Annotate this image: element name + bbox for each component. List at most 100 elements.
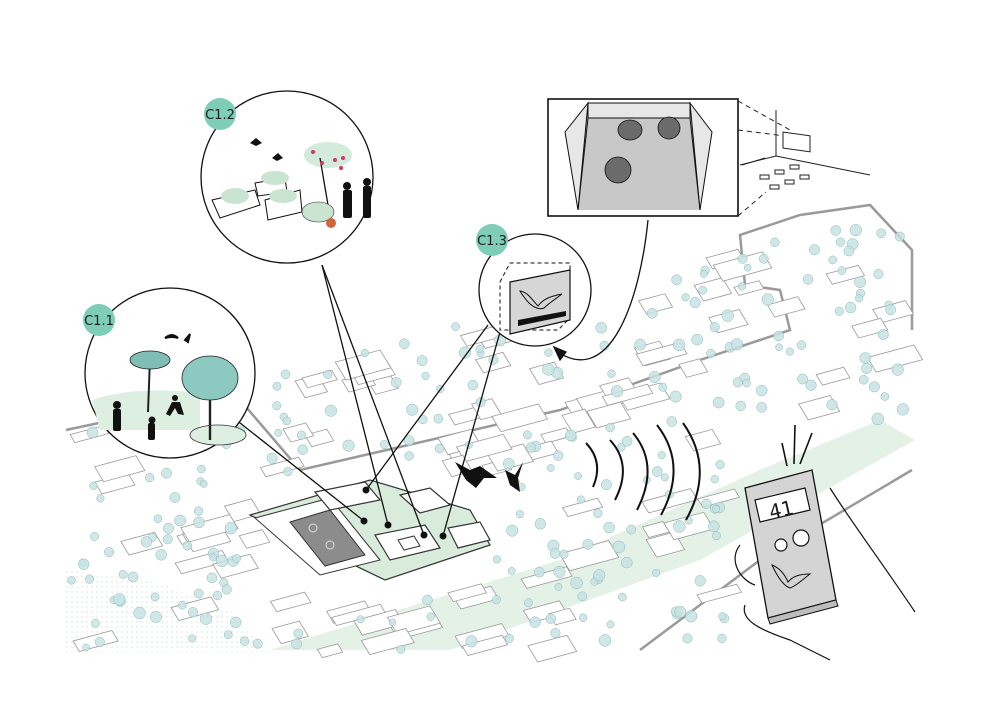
building [693, 277, 733, 302]
tree [756, 401, 768, 413]
tree [634, 338, 646, 351]
tree [550, 628, 561, 639]
tree [293, 628, 304, 639]
tree [805, 379, 817, 391]
tree [873, 269, 884, 280]
tree [503, 457, 515, 470]
tree [388, 618, 397, 627]
tree [559, 549, 569, 559]
tree [291, 638, 302, 650]
building [386, 605, 441, 636]
tree [150, 610, 162, 623]
tree [871, 412, 885, 426]
tree [730, 338, 743, 351]
tree [718, 612, 727, 621]
detector-button-large [792, 529, 810, 547]
tree [127, 571, 139, 583]
building [641, 521, 670, 538]
tree [78, 558, 90, 570]
tree [682, 633, 693, 644]
tree [761, 293, 774, 306]
tree [239, 636, 250, 646]
bat-box-slot [518, 311, 566, 326]
desk [784, 179, 795, 185]
tree [721, 309, 734, 322]
tree [282, 416, 292, 426]
tree [652, 466, 663, 477]
desk [789, 164, 800, 170]
tree [104, 547, 115, 558]
tree [770, 237, 780, 247]
tree [876, 228, 886, 239]
tree [828, 255, 837, 265]
tree [342, 439, 355, 452]
bat-detector-with-hand: 41 [734, 424, 916, 661]
tree [710, 475, 719, 484]
tree [742, 378, 751, 388]
desk [769, 184, 780, 190]
tree [717, 633, 727, 643]
tree [188, 634, 197, 643]
tree [417, 414, 428, 425]
tree [553, 565, 566, 578]
tree [894, 231, 905, 242]
tree [837, 266, 847, 275]
building [527, 634, 578, 663]
tree [280, 369, 291, 380]
tree [797, 373, 808, 385]
lower-left-park [66, 570, 270, 652]
tree [155, 549, 167, 561]
building [259, 456, 305, 478]
tree [475, 344, 484, 353]
tree [221, 584, 232, 595]
screen-icon [782, 131, 811, 153]
tree [212, 590, 223, 601]
tree [610, 385, 624, 398]
callout-c1-1: C1.1 [83, 287, 256, 459]
tree [89, 481, 98, 490]
callout-badge [83, 304, 115, 336]
focus-courtyard-block [248, 479, 491, 581]
tree [707, 520, 720, 533]
tree [162, 534, 173, 545]
tree [84, 574, 94, 584]
tree [416, 355, 428, 367]
tree [646, 307, 658, 319]
tree [91, 618, 100, 628]
tree [82, 643, 90, 652]
building [851, 317, 889, 339]
tree [524, 598, 533, 608]
detector-reading: 41 [767, 495, 796, 524]
building [94, 455, 146, 483]
tree [843, 245, 855, 257]
tree [534, 567, 545, 578]
tree [672, 338, 686, 352]
tree [209, 553, 218, 562]
tree [880, 392, 890, 401]
tree [737, 253, 748, 264]
building [825, 264, 866, 285]
tree [296, 430, 307, 440]
tree [669, 390, 682, 403]
tree [554, 583, 563, 591]
tree [658, 382, 668, 392]
callout-label: C1.2 [205, 108, 235, 123]
tree [756, 384, 768, 397]
tree [859, 352, 871, 364]
tree [737, 282, 746, 291]
tree [199, 480, 208, 488]
person-icon [113, 395, 184, 440]
desk [799, 174, 810, 180]
tree [215, 554, 229, 568]
tree [732, 377, 743, 388]
tree [399, 338, 410, 349]
callout-c1-3: C1.3 [476, 224, 592, 347]
tree [570, 576, 583, 590]
tree [403, 435, 415, 446]
tree [706, 348, 716, 359]
tree [626, 524, 637, 535]
building [684, 428, 722, 452]
tree [534, 518, 547, 530]
tree [694, 575, 706, 587]
